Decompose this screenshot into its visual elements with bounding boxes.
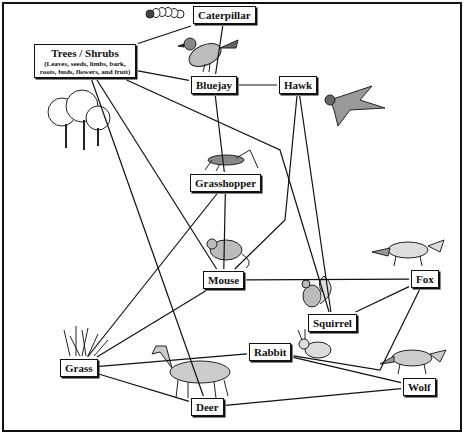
- fox-picture: [372, 240, 444, 266]
- species-name: Caterpillar: [198, 8, 251, 22]
- feeding-link: [246, 279, 409, 281]
- species-label: Wolf: [403, 378, 436, 396]
- species-name: Rabbit: [254, 345, 286, 359]
- species-label: Grass: [60, 359, 98, 377]
- trees-picture: [48, 90, 110, 150]
- species-label: Bluejay: [191, 76, 237, 94]
- feeding-link: [100, 354, 248, 366]
- feeding-link: [92, 80, 204, 396]
- feeding-link: [293, 290, 419, 370]
- feeding-link: [88, 194, 217, 357]
- species-name: Bluejay: [196, 78, 232, 92]
- rabbit-picture: [298, 329, 331, 358]
- feeding-link: [224, 194, 226, 269]
- feeding-link: [226, 389, 401, 406]
- deer-picture: [152, 346, 230, 398]
- feeding-link: [127, 80, 330, 312]
- species-name: Grass: [65, 361, 93, 375]
- feeding-link: [216, 26, 223, 74]
- feeding-link: [293, 357, 401, 382]
- grass-picture: [64, 326, 108, 356]
- species-label: Rabbit: [249, 343, 291, 361]
- species-name: Trees / Shrubs: [39, 46, 131, 60]
- feeding-link: [356, 287, 409, 312]
- feeding-link: [138, 26, 191, 44]
- feeding-link: [97, 291, 206, 357]
- species-name: Hawk: [284, 78, 312, 92]
- species-label: Fox: [411, 270, 439, 288]
- wolf-picture: [380, 350, 446, 374]
- species-label: Mouse: [203, 271, 244, 289]
- species-name: Grasshopper: [195, 176, 256, 190]
- caterpillar-picture: [146, 8, 184, 19]
- species-label: Grasshopper: [190, 174, 261, 192]
- species-name: Mouse: [208, 273, 239, 287]
- species-label: Caterpillar: [193, 6, 256, 24]
- feeding-link: [138, 71, 189, 80]
- species-label: Deer: [191, 398, 224, 416]
- feeding-link: [215, 96, 224, 172]
- bluejay-picture: [178, 38, 238, 72]
- hawk-picture: [325, 86, 385, 126]
- species-name: Deer: [196, 400, 219, 414]
- feeding-link: [300, 96, 331, 312]
- species-name: Wolf: [408, 380, 431, 394]
- species-name: Squirrel: [313, 316, 352, 330]
- producer-label: Trees / Shrubs(Leaves, seeds, limbs, bar…: [34, 44, 136, 78]
- frame: [3, 3, 461, 431]
- food-note: (Leaves, seeds, limbs, bark, roots, buds…: [39, 60, 131, 76]
- feeding-link: [239, 84, 277, 85]
- species-name: Fox: [416, 272, 434, 286]
- feeding-link: [100, 374, 190, 401]
- grasshopper-picture: [205, 150, 258, 171]
- species-label: Squirrel: [308, 314, 357, 332]
- species-label: Hawk: [279, 76, 317, 94]
